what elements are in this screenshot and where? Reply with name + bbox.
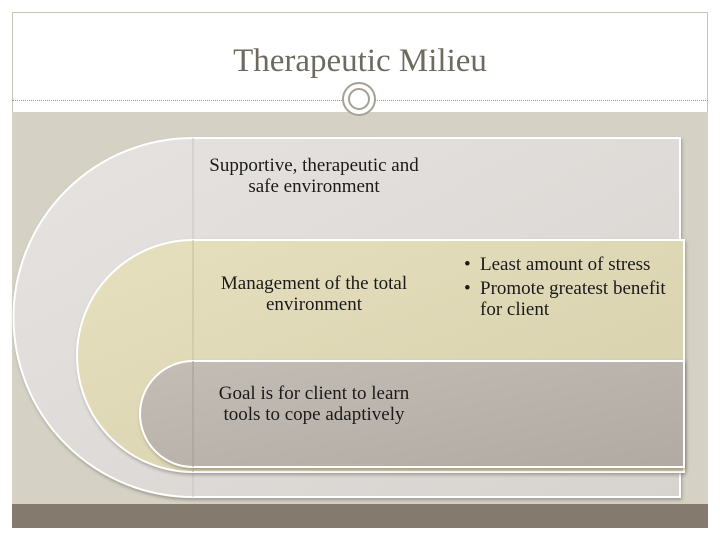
level-3-shape — [139, 360, 685, 468]
level-2-text: Management of the total environment — [220, 273, 408, 315]
footer-bar — [12, 504, 708, 528]
level-2-bullet-list: Least amount of stress Promote greatest … — [462, 254, 672, 323]
level-3-text: Goal is for client to learn tools to cop… — [218, 383, 410, 425]
level-1-text: Supportive, therapeutic and safe environ… — [209, 155, 419, 197]
bullet-item: Least amount of stress — [462, 254, 672, 275]
bullet-item: Promote greatest benefit for client — [462, 278, 672, 320]
slide-title: Therapeutic Milieu — [233, 43, 487, 79]
circle-ornament-icon — [342, 82, 376, 116]
